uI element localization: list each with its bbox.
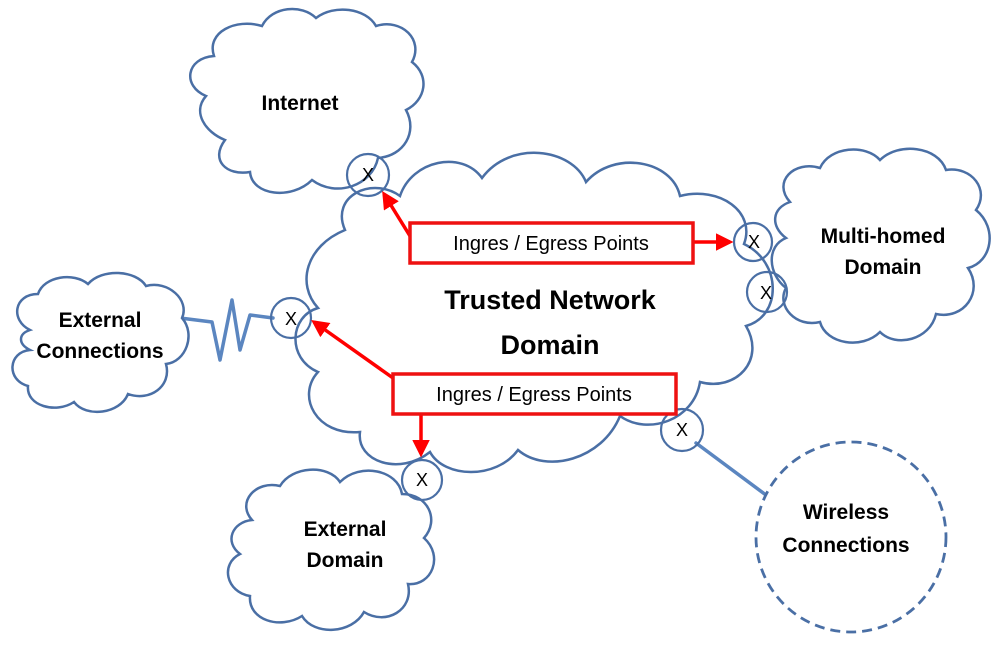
external-domain-cloud (226, 468, 436, 631)
wireless-connections-circle (754, 440, 948, 634)
multihomed-label-line1: Multi-homed (821, 225, 946, 248)
point-mark: X (416, 470, 428, 490)
ingress-point-multihomed-1: X (732, 221, 774, 263)
external-domain-label-line2: Domain (306, 549, 383, 572)
point-mark: X (285, 309, 297, 329)
callout-label-upper: Ingres / Egress Points (453, 233, 649, 255)
ingress-point-external-connections: X (269, 296, 313, 340)
ingress-point-wireless: X (659, 407, 705, 453)
external-domain-label-line1: External (304, 518, 387, 541)
point-mark: X (676, 420, 688, 440)
external-connections-label-line2: Connections (36, 340, 163, 363)
external-connections-link (178, 298, 275, 362)
external-connections-label-line1: External (59, 309, 142, 332)
ingress-point-internet: X (345, 152, 391, 198)
external-connections-cloud (11, 271, 190, 414)
callout-box-lower: Ingres / Egress Points (391, 372, 678, 416)
multihomed-label-line2: Domain (844, 256, 921, 279)
arrow-to-internet-point (382, 191, 412, 237)
callout-label-lower: Ingres / Egress Points (436, 384, 632, 406)
internet-label: Internet (261, 92, 338, 115)
internet-cloud (189, 7, 425, 194)
point-mark: X (760, 283, 772, 303)
callout-box-upper: Ingres / Egress Points (408, 221, 695, 265)
arrow-to-external-connections-point (311, 319, 395, 380)
trusted-network-label-line1: Trusted Network (444, 285, 657, 315)
ingress-point-external-domain: X (400, 458, 444, 502)
trusted-network-label-line2: Domain (500, 330, 599, 360)
wireless-link (694, 441, 772, 500)
wireless-label-line2: Connections (782, 534, 909, 557)
ingress-point-multihomed-2: X (745, 270, 789, 314)
point-mark: X (362, 165, 374, 185)
wireless-label-line1: Wireless (803, 501, 889, 524)
point-mark: X (748, 232, 760, 252)
